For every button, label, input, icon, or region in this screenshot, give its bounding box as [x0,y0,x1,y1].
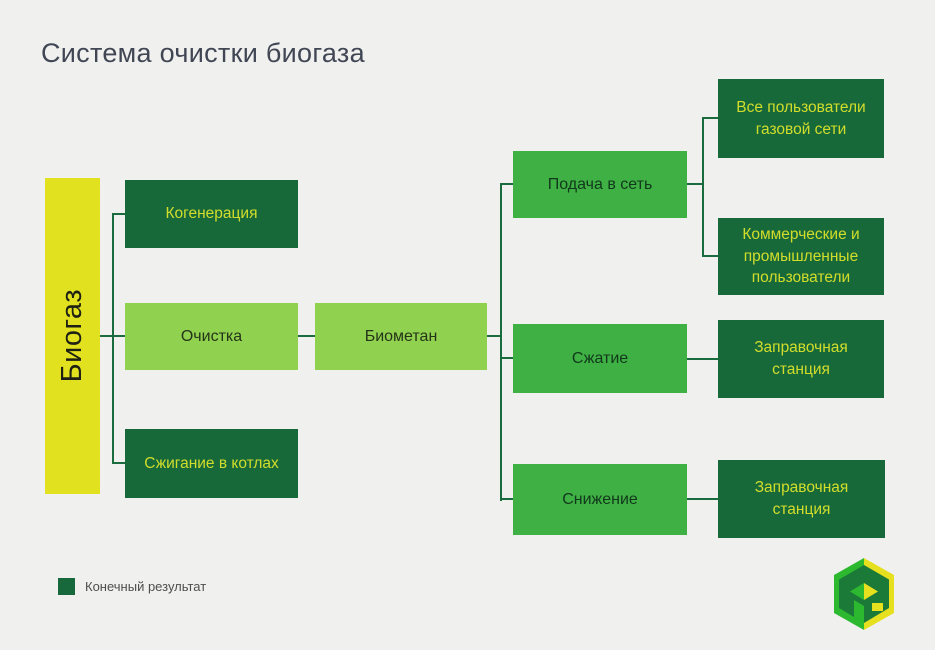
node-boilers-combustion: Сжигание в котлах [125,429,298,498]
connector-line [112,462,125,464]
node-biogas-label: Биогаз [56,289,88,383]
node-purification: Очистка [125,303,298,370]
node-biogas: Биогаз [45,178,100,494]
connector-line [487,335,502,337]
connector-line [500,357,513,359]
node-label: Подача в сеть [547,175,653,193]
node-label: Заправочная станция [754,479,849,518]
node-label: Сжатие [571,349,629,367]
connector-line [702,255,718,257]
node-fuel-station-2: Заправочная станция [718,460,885,538]
node-label: Коммерческие и промышленные пользователи [742,225,860,287]
page-title: Система очистки биогаза [41,38,365,68]
connector-line [702,117,704,257]
connector-line [687,498,718,500]
connector-line [298,335,315,337]
node-label: Когенерация [165,205,258,223]
connector-line [112,213,114,464]
legend-color-swatch [58,578,75,595]
node-label: Биометан [364,327,438,345]
node-cogeneration: Когенерация [125,180,298,248]
connector-line [112,213,125,215]
node-label: Сжигание в котлах [144,454,279,472]
node-reduction: Снижение [513,464,687,535]
node-label: Очистка [180,327,243,345]
logo-hook-notch [872,603,883,611]
connector-line [500,183,502,501]
node-grid-supply: Подача в сеть [513,151,687,218]
connector-line [500,498,513,500]
node-commercial-industrial-users: Коммерческие и промышленные пользователи [718,218,884,295]
legend: Конечный результат [58,578,206,595]
connector-line [687,183,703,185]
legend-label: Конечный результат [85,579,207,594]
connector-line [500,183,513,185]
connector-line [702,117,718,119]
node-label: Снижение [562,490,638,508]
node-biomethane: Биометан [315,303,487,370]
hexagon-a-logo-icon [834,558,894,630]
node-fuel-station-1: Заправочная станция [718,320,884,398]
node-label: Все пользователи газовой сети [736,98,866,138]
node-all-gas-network-users: Все пользователи газовой сети [718,79,884,158]
node-label: Заправочная станция [754,339,848,378]
logo-leg-gap [854,600,864,623]
connector-line [687,358,718,360]
node-compression: Сжатие [513,324,687,393]
